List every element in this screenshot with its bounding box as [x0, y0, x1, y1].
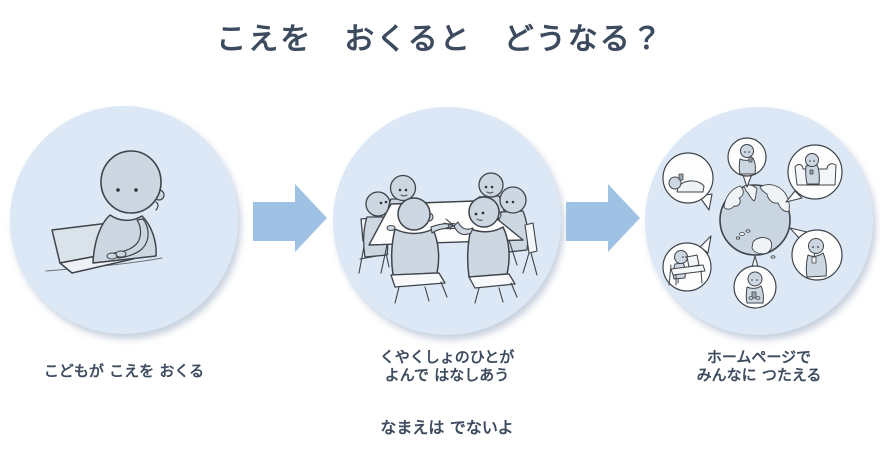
caption-line: くやくしょのひとが [379, 348, 515, 366]
meeting-discussion-illustration [358, 172, 538, 304]
caption-line: ホームページで [706, 348, 812, 366]
step2-caption: くやくしょのひとが よんで はなしあう [333, 348, 561, 384]
child-figure [92, 150, 165, 264]
speech-bubble-person-phone [733, 255, 777, 309]
speech-bubble-person-phone [727, 137, 767, 188]
chair-icon [522, 222, 538, 276]
speech-bubble-person-laptop [662, 235, 712, 292]
caption-line: こどもが こえを おくる [43, 362, 205, 380]
step1-circle [10, 106, 238, 334]
person-figure [386, 197, 458, 276]
person-figure [443, 196, 510, 278]
step1-caption: こどもが こえを おくる [10, 362, 238, 380]
page-title: こえを おくると どうなる？ [216, 22, 664, 57]
step3-caption: ホームページで みんなに つたえる [645, 348, 873, 384]
step3-circle [645, 107, 873, 335]
caption-line: みんなに つたえる [696, 366, 822, 384]
chair-icon [390, 272, 448, 304]
step2-circle [333, 107, 561, 335]
chair-icon [468, 273, 518, 304]
right-arrow-icon [566, 184, 640, 252]
right-arrow-icon [253, 184, 327, 252]
globe-sharing-illustration [662, 137, 843, 309]
speech-bubble-person-sofa [785, 144, 843, 203]
anonymity-note: なまえは でないよ [380, 418, 514, 437]
child-at-laptop-illustration [45, 150, 165, 274]
globe-icon [719, 184, 791, 259]
caption-line: よんで はなしあう [384, 366, 510, 384]
speech-bubble-person-drink [789, 227, 843, 281]
speech-bubble-person-lying [662, 152, 714, 211]
